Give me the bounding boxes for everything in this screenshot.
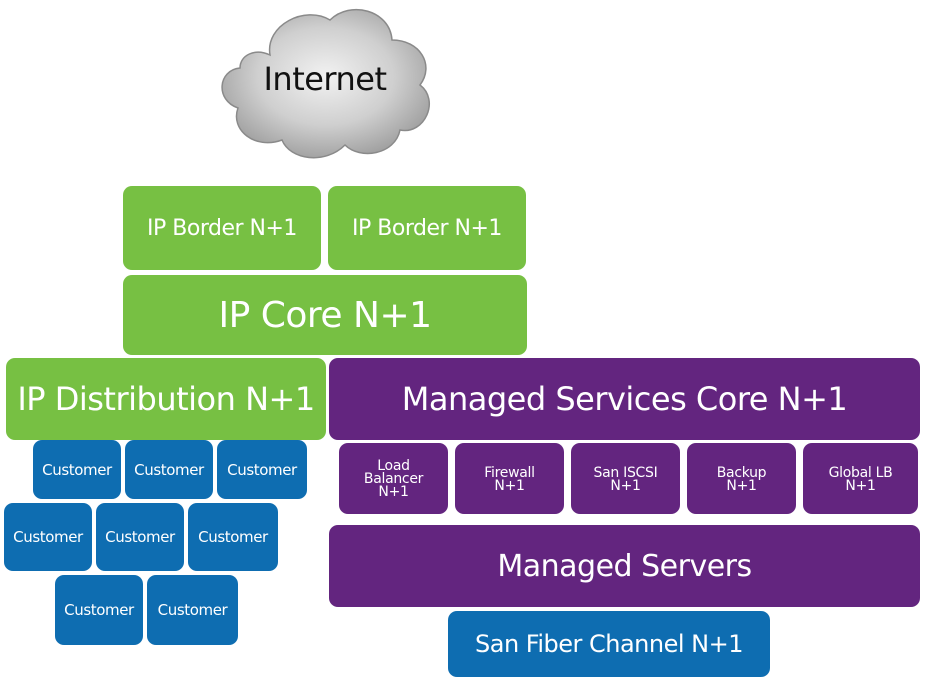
managed-servers-label: Managed Servers: [497, 548, 752, 584]
customer-label: Customer: [13, 528, 83, 546]
service-label-line: Balancer: [363, 471, 424, 487]
service-label-line: N+1: [378, 484, 409, 500]
customer-box: Customer: [4, 503, 92, 571]
service-label-line: N+1: [845, 477, 876, 494]
customer-label: Customer: [105, 528, 175, 546]
ip-border-label: IP Border N+1: [352, 215, 502, 241]
ip-distribution-label: IP Distribution N+1: [17, 380, 315, 418]
ip-core-box: IP Core N+1: [123, 275, 527, 355]
customer-box: Customer: [188, 503, 278, 571]
managed-services-core-label: Managed Services Core N+1: [401, 380, 848, 418]
ip-distribution-box: IP Distribution N+1: [6, 358, 326, 440]
customer-box: Customer: [147, 575, 238, 645]
customer-label: Customer: [198, 528, 268, 546]
managed-servers-box: Managed Servers: [329, 525, 920, 607]
san-fiber-channel-label: San Fiber Channel N+1: [475, 630, 744, 658]
customer-box: Customer: [125, 440, 213, 499]
service-backup: Backup N+1: [687, 443, 796, 514]
ip-core-label: IP Core N+1: [218, 294, 432, 336]
ip-border-box: IP Border N+1: [123, 186, 321, 270]
service-label-line: Load: [377, 458, 410, 474]
service-global-lb: Global LB N+1: [803, 443, 918, 514]
customer-box: Customer: [96, 503, 184, 571]
customer-label: Customer: [134, 460, 204, 479]
service-load-balancer: Load Balancer N+1: [339, 443, 448, 514]
customer-label: Customer: [227, 460, 297, 479]
service-label-line: N+1: [494, 477, 525, 494]
customer-label: Customer: [64, 601, 134, 619]
customer-box: Customer: [33, 440, 121, 499]
service-firewall: Firewall N+1: [455, 443, 564, 514]
service-label-line: Firewall: [484, 464, 535, 481]
customer-label: Customer: [42, 460, 112, 479]
internet-label: Internet: [263, 60, 387, 98]
san-fiber-channel-box: San Fiber Channel N+1: [448, 611, 770, 677]
customer-box: Customer: [217, 440, 307, 499]
service-label-line: N+1: [610, 477, 641, 494]
service-label-line: Global LB: [828, 464, 893, 481]
managed-services-core-box: Managed Services Core N+1: [329, 358, 920, 440]
customer-label: Customer: [157, 601, 228, 619]
internet-cloud: Internet: [210, 0, 440, 165]
ip-border-label: IP Border N+1: [147, 215, 297, 241]
customer-box: Customer: [55, 575, 143, 645]
service-label-line: Backup: [716, 464, 767, 481]
service-san-iscsi: San ISCSI N+1: [571, 443, 680, 514]
service-label-line: San ISCSI: [593, 464, 658, 481]
service-label-line: N+1: [726, 477, 757, 494]
cloud-icon: [221, 9, 430, 159]
ip-border-box: IP Border N+1: [328, 186, 526, 270]
